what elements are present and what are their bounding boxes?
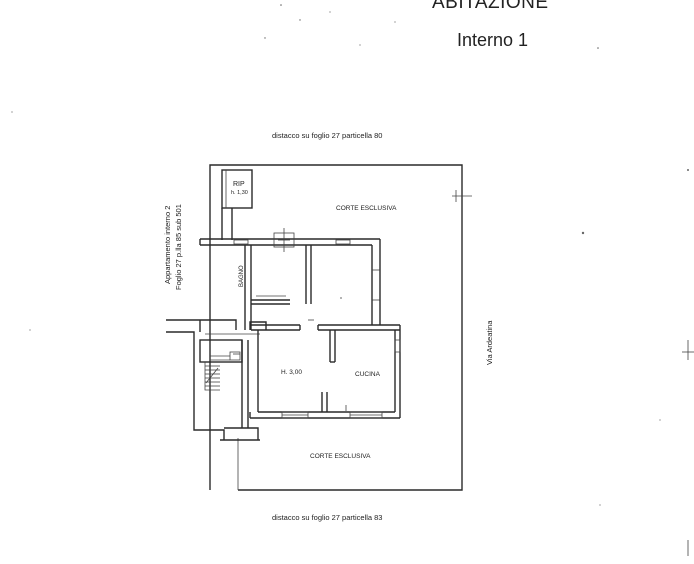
plan-subtitle: Interno 1 bbox=[457, 30, 529, 50]
plan-title: ABITAZIONE bbox=[432, 0, 549, 13]
boundary-left-label-2: Foglio 27 p.lla 85 sub 501 bbox=[174, 204, 183, 290]
scan-noise bbox=[11, 4, 694, 556]
rip-room bbox=[221, 169, 253, 240]
boundary-top-label: distacco su foglio 27 particella 80 bbox=[272, 131, 382, 140]
bagno-label: BAGNO bbox=[239, 265, 245, 287]
height-label: H. 3,00 bbox=[281, 369, 302, 376]
boundary-right-label: Via Ardeatina bbox=[485, 320, 494, 365]
rip-label: RIP bbox=[233, 181, 245, 188]
cucina-label: CUCINA bbox=[355, 371, 381, 378]
boundary-left-label-1: Appartamento interno 2 bbox=[163, 206, 172, 284]
rip-height-label: h. 1,30 bbox=[231, 190, 248, 196]
corte-bottom-label: CORTE ESCLUSIVA bbox=[310, 453, 371, 460]
boundary-bottom-label: distacco su foglio 27 particella 83 bbox=[272, 513, 382, 522]
corte-top-label: CORTE ESCLUSIVA bbox=[336, 205, 397, 212]
courtyard-boundary bbox=[209, 164, 472, 491]
building-walls bbox=[166, 228, 401, 441]
